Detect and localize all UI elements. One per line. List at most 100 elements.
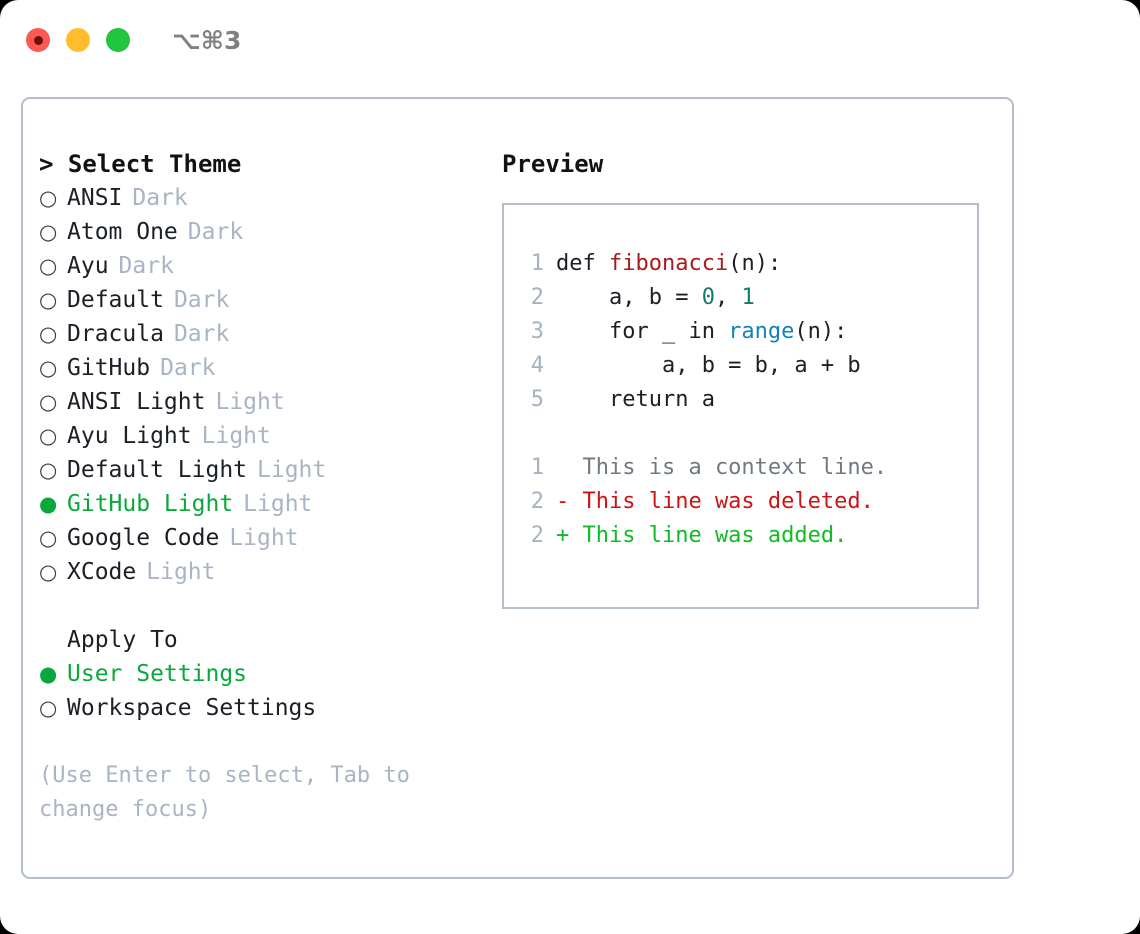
apply-to-label: User Settings xyxy=(67,661,248,687)
code-text: return a xyxy=(556,383,715,417)
theme-name: Google Code xyxy=(67,525,220,551)
radio-unselected-icon: ○ xyxy=(39,526,58,550)
spacer xyxy=(39,589,479,623)
code-line: 2 a, b = 0, 1 xyxy=(514,281,977,315)
line-number: 5 xyxy=(530,387,544,412)
close-button[interactable] xyxy=(26,28,50,52)
theme-list-item[interactable]: ○ GitHub Dark xyxy=(39,351,479,385)
radio-selected-icon: ● xyxy=(39,492,58,516)
diff-block: 1 This is a context line.2- This line wa… xyxy=(514,451,977,553)
theme-name: Ayu xyxy=(67,253,109,279)
apply-to-heading: Apply To xyxy=(67,627,178,653)
code-token: a, b = b, a + b xyxy=(556,353,861,378)
line-number: 3 xyxy=(530,319,544,344)
code-token: a, b = xyxy=(556,285,702,310)
radio-unselected-icon: ○ xyxy=(39,696,58,720)
line-number: 2 xyxy=(530,285,544,310)
theme-variant-tag: Dark xyxy=(187,219,244,245)
theme-variant-tag: Light xyxy=(146,559,216,585)
theme-variant-tag: Dark xyxy=(173,321,230,347)
theme-variant-tag: Dark xyxy=(160,355,216,381)
radio-unselected-icon: ○ xyxy=(39,560,58,584)
theme-variant-tag: Light xyxy=(243,491,313,517)
spacer xyxy=(514,417,977,451)
keyboard-hint-text: (Use Enter to select, Tab to change focu… xyxy=(39,763,424,822)
theme-variant-tag: Light xyxy=(201,423,271,449)
theme-variant-tag: Light xyxy=(257,457,327,483)
code-token: for _ in xyxy=(556,319,729,344)
theme-variant-tag: Light xyxy=(215,389,285,415)
code-token: range xyxy=(728,319,795,344)
code-token: (n): xyxy=(728,251,782,276)
radio-unselected-icon: ○ xyxy=(39,356,58,380)
radio-unselected-icon: ○ xyxy=(39,458,58,482)
theme-name: Dracula xyxy=(67,321,164,347)
radio-unselected-icon: ○ xyxy=(39,254,58,278)
theme-name: XCode xyxy=(67,559,137,585)
code-line: 1 def fibonacci(n): xyxy=(514,247,977,281)
code-token: return a xyxy=(556,387,715,412)
theme-list-item[interactable]: ○ XCode Light xyxy=(39,555,479,589)
theme-name: Atom One xyxy=(67,219,178,245)
diff-line-add: 2+ This line was added. xyxy=(514,519,977,553)
theme-list-item[interactable]: ○ Default Light Light xyxy=(39,453,479,487)
theme-name: ANSI xyxy=(67,185,123,211)
theme-list-item[interactable]: ○ Ayu Dark xyxy=(39,249,479,283)
title-bar: ⌥⌘3 xyxy=(0,0,1140,80)
line-number: 4 xyxy=(530,353,544,378)
code-token: def xyxy=(556,251,609,276)
theme-variant-tag: Dark xyxy=(118,253,174,279)
code-token: 0 xyxy=(701,285,715,310)
radio-unselected-icon: ○ xyxy=(39,424,58,448)
apply-to-option[interactable]: ○ Workspace Settings xyxy=(39,691,479,725)
theme-name: Ayu Light xyxy=(67,423,192,449)
theme-name: Default Light xyxy=(67,457,248,483)
theme-variant-tag: Dark xyxy=(173,287,230,313)
apply-to-label: Workspace Settings xyxy=(67,695,317,721)
diff-line-ctx: 1 This is a context line. xyxy=(514,451,977,485)
select-theme-heading: > Select Theme xyxy=(39,150,242,178)
line-number: 1 xyxy=(530,251,544,276)
diff-line-del: 2- This line was deleted. xyxy=(514,485,977,519)
apply-to-option[interactable]: ● User Settings xyxy=(39,657,479,691)
radio-unselected-icon: ○ xyxy=(39,186,58,210)
theme-name: ANSI Light xyxy=(67,389,206,415)
radio-unselected-icon: ○ xyxy=(39,390,58,414)
line-number: 1 xyxy=(530,455,544,480)
minimize-button[interactable] xyxy=(66,28,90,52)
zoom-button[interactable] xyxy=(106,28,130,52)
code-text: def fibonacci(n): xyxy=(556,247,781,281)
code-text: a, b = b, a + b xyxy=(556,349,861,383)
keyboard-shortcut-label: ⌥⌘3 xyxy=(172,25,242,55)
radio-selected-icon: ● xyxy=(39,662,58,686)
close-icon xyxy=(33,35,43,45)
theme-list-item[interactable]: ○ Atom One Dark xyxy=(39,215,479,249)
theme-name: GitHub Light xyxy=(67,491,234,517)
theme-name: GitHub xyxy=(67,355,151,381)
line-number: 2 xyxy=(530,489,544,514)
theme-list-item[interactable]: ● GitHub Light Light xyxy=(39,487,479,521)
theme-list-item[interactable]: ○ ANSI Light Light xyxy=(39,385,479,419)
code-text: a, b = 0, 1 xyxy=(556,281,755,315)
code-line: 4 a, b = b, a + b xyxy=(514,349,977,383)
code-token: , xyxy=(714,285,742,310)
code-line: 3 for _ in range(n): xyxy=(514,315,977,349)
apply-to-list[interactable]: ● User Settings ○ Workspace Settings xyxy=(39,657,479,725)
radio-unselected-icon: ○ xyxy=(39,288,58,312)
code-token: 1 xyxy=(741,285,755,310)
code-token: (n): xyxy=(794,319,848,344)
diff-text: This is a context line. xyxy=(556,455,888,480)
theme-list-item[interactable]: ○ Ayu Light Light xyxy=(39,419,479,453)
line-number: 2 xyxy=(530,523,544,548)
radio-unselected-icon: ○ xyxy=(39,220,58,244)
